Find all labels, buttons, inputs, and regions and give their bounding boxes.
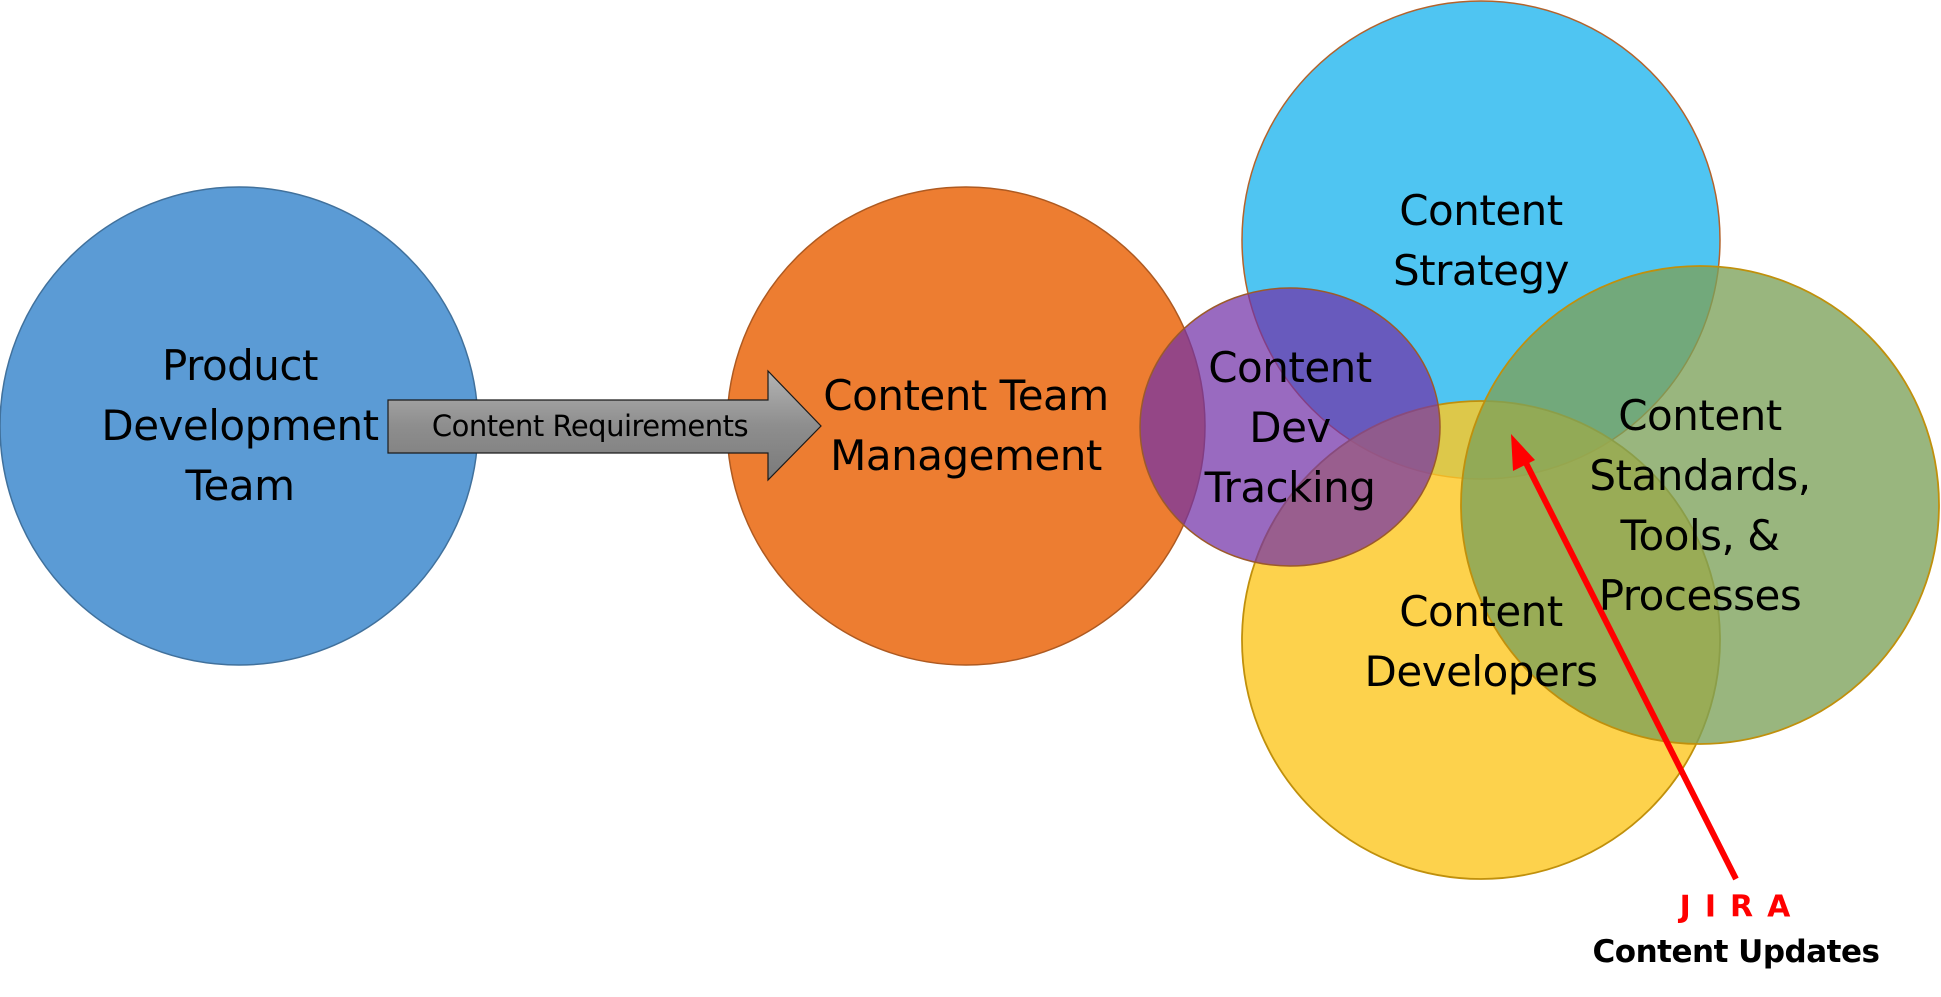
label-line: Development xyxy=(101,401,379,450)
jira-callout-arrowhead xyxy=(1511,434,1535,471)
content-updates-label: Content Updates xyxy=(1592,934,1880,970)
label-line: Management xyxy=(830,431,1102,480)
tracking-ellipse xyxy=(1139,287,1441,567)
team-mgmt-label: Content Team Management xyxy=(823,366,1109,486)
label-line: Product xyxy=(162,341,318,390)
label-line: Tracking xyxy=(1204,463,1376,512)
tracking-label: Content Dev Tracking xyxy=(1205,338,1376,518)
label-line: Standards, xyxy=(1589,451,1811,500)
jira-label: JIRA xyxy=(1679,889,1805,925)
label-line: Tools, & xyxy=(1620,511,1780,560)
label-line: Dev xyxy=(1249,403,1331,452)
label-line: Content xyxy=(1399,186,1563,235)
standards-circle xyxy=(1460,265,1940,745)
standards-label: Content Standards, Tools, & Processes xyxy=(1589,386,1811,626)
label-line: Developers xyxy=(1364,647,1598,696)
label-line: Content xyxy=(1618,391,1782,440)
content-requirements-label: Content Requirements xyxy=(431,409,749,443)
strategy-label: Content Strategy xyxy=(1393,181,1569,301)
label-line: Strategy xyxy=(1393,246,1569,295)
label-line: Content xyxy=(1399,587,1563,636)
label-line: Processes xyxy=(1598,571,1802,620)
content-requirements-arrow xyxy=(387,369,822,482)
product-dev-label: Product Development Team xyxy=(101,336,379,516)
label-line: Content xyxy=(1208,343,1372,392)
jira-callout-line xyxy=(1523,461,1739,881)
label-line: Content Team xyxy=(823,371,1109,420)
developers-label: Content Developers xyxy=(1365,582,1598,702)
label-line: Team xyxy=(185,461,295,510)
